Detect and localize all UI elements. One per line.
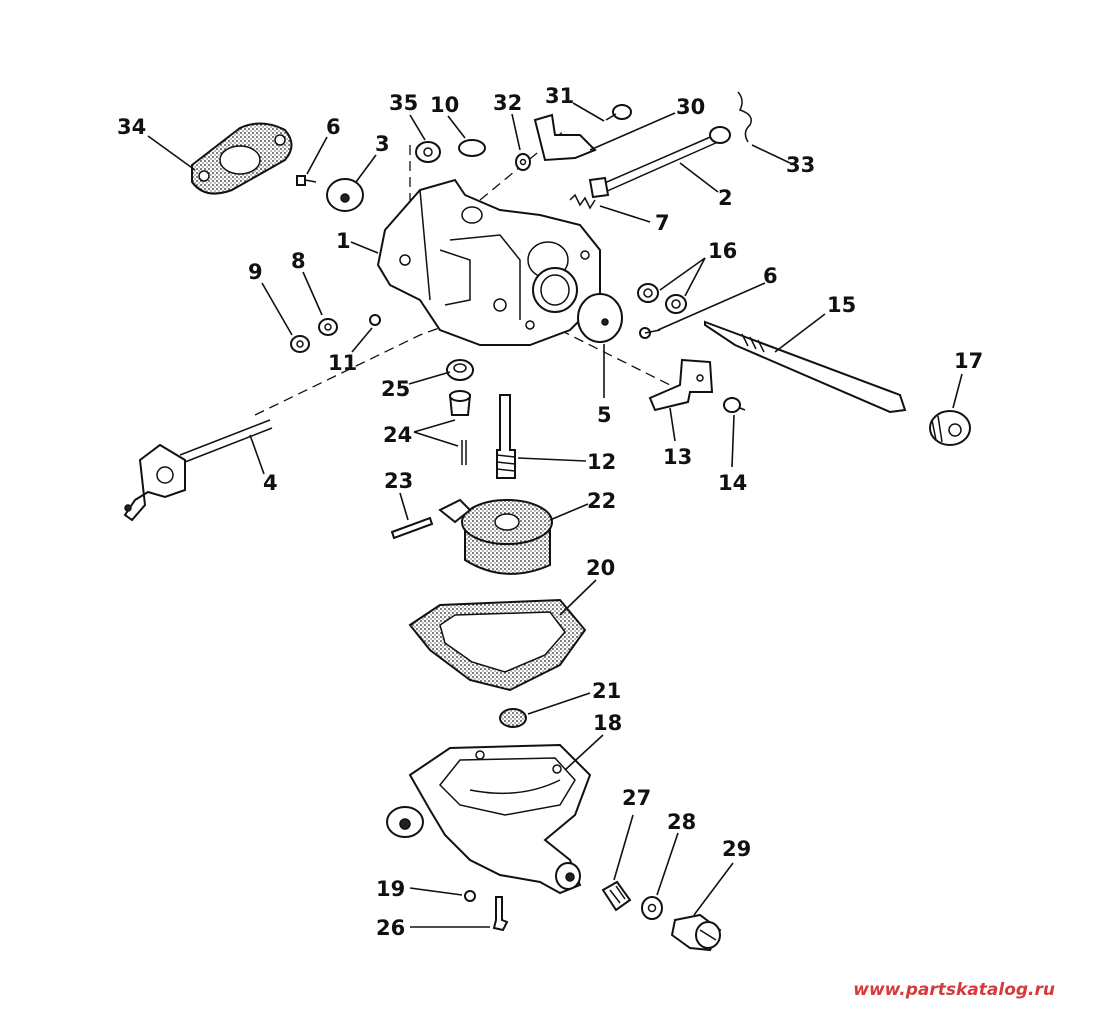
part-4-choke-shaft [123, 419, 273, 522]
label-21: 21 [592, 679, 621, 703]
label-28: 28 [667, 810, 696, 834]
label-24: 24 [383, 423, 412, 447]
callout-labels: 34 6 3 35 10 32 31 30 33 2 7 16 6 15 17 … [117, 84, 983, 940]
label-35: 35 [389, 91, 418, 115]
part-14-screw [723, 397, 746, 413]
label-15: 15 [827, 293, 856, 317]
part-35-nut [415, 141, 441, 163]
label-23: 23 [384, 469, 413, 493]
part-9-nut [290, 335, 310, 353]
label-6-right: 6 [763, 264, 778, 288]
watermark-url: www.partskatalog.ru [853, 980, 1055, 1000]
label-31: 31 [545, 84, 574, 108]
label-33: 33 [786, 153, 815, 177]
label-14: 14 [718, 471, 747, 495]
part-5-plate [577, 293, 623, 343]
part-27-jet [601, 880, 632, 912]
label-26: 26 [376, 916, 405, 940]
part-34-flange-gasket [191, 122, 293, 195]
label-20: 20 [586, 556, 615, 580]
part-15-needle-valve [704, 320, 907, 414]
part-20-bowl-gasket [408, 598, 587, 692]
part-17-plug [929, 410, 971, 446]
label-18: 18 [593, 711, 622, 735]
part-2-throttle-shaft [588, 126, 731, 199]
part-25-gasket [446, 359, 474, 381]
label-30: 30 [676, 95, 705, 119]
part-6-screw-top [296, 175, 317, 186]
label-34: 34 [117, 115, 146, 139]
label-22: 22 [587, 489, 616, 513]
part-22-float [438, 498, 553, 575]
label-19: 19 [376, 877, 405, 901]
label-6-top: 6 [326, 115, 341, 139]
label-3: 3 [375, 132, 390, 156]
label-7: 7 [655, 211, 670, 235]
label-2: 2 [718, 186, 733, 210]
part-10-plug [458, 139, 486, 157]
part-6-screw-right [639, 327, 661, 339]
part-12-main-jet [496, 394, 516, 479]
part-3-plate [326, 178, 364, 212]
label-1: 1 [336, 229, 351, 253]
label-5: 5 [597, 403, 612, 427]
part-30-lever [533, 113, 597, 162]
label-29: 29 [722, 837, 751, 861]
label-4: 4 [263, 471, 278, 495]
part-16-washers [637, 283, 687, 314]
part-32-washer [515, 153, 531, 171]
part-26-screw [492, 896, 509, 932]
label-12: 12 [587, 450, 616, 474]
part-1-carburetor-body [376, 178, 601, 346]
part-29-plug [670, 913, 722, 952]
part-19-ball [464, 890, 476, 902]
part-28-washer [641, 896, 663, 920]
label-16: 16 [708, 239, 737, 263]
part-7-spring [569, 193, 596, 210]
part-31-screw [605, 104, 632, 121]
label-10: 10 [430, 93, 459, 117]
leader-lines [147, 102, 963, 928]
label-17: 17 [954, 349, 983, 373]
part-33-spring [737, 91, 752, 143]
label-25: 25 [381, 377, 410, 401]
part-8-washer [318, 318, 338, 336]
label-8: 8 [291, 249, 306, 273]
label-11: 11 [328, 351, 357, 375]
label-27: 27 [622, 786, 651, 810]
label-9: 9 [248, 260, 263, 284]
part-13-bracket [648, 358, 714, 412]
part-11-ball [369, 314, 381, 326]
label-13: 13 [663, 445, 692, 469]
part-21-float-nut [499, 708, 527, 728]
part-24-needle-seat [448, 390, 472, 465]
part-18-float-bowl [386, 743, 592, 895]
part-23-pin [390, 516, 434, 540]
label-32: 32 [493, 91, 522, 115]
